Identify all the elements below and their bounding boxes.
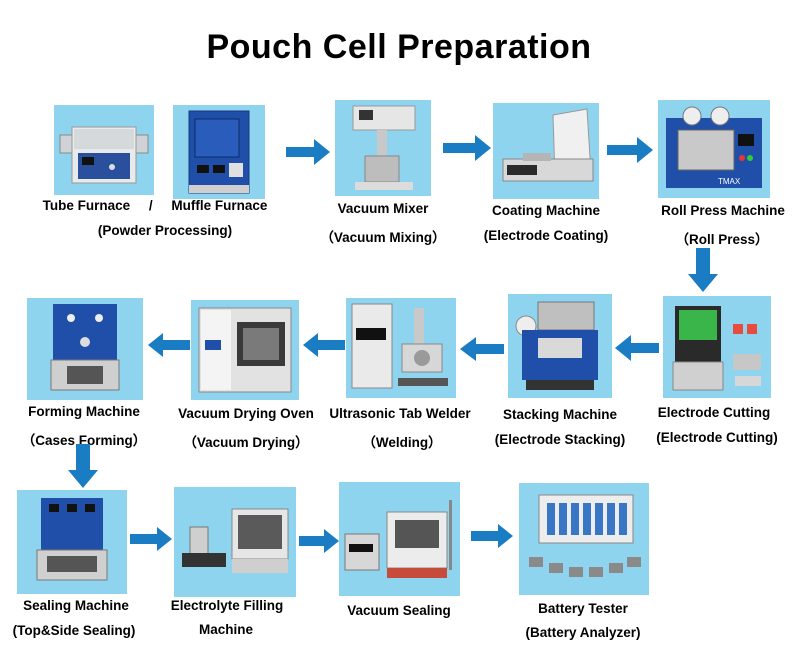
coating-machine-image: [493, 103, 599, 199]
step-sublabel: （Cases Forming）: [21, 433, 147, 448]
step-sublabel: （Vacuum Mixing）: [320, 230, 446, 245]
arrow-right-icon: [286, 139, 330, 165]
arrow-left-icon: [148, 333, 190, 357]
step-label: Coating Machine: [491, 203, 600, 218]
ultrasonic-welder-image: [346, 298, 456, 398]
step-label: Vacuum Mixer: [337, 201, 429, 216]
separator: /: [148, 198, 153, 213]
stacking-machine-image: [508, 294, 612, 398]
sealing-machine-image: [17, 490, 127, 594]
arrow-right-icon: [607, 137, 653, 163]
arrow-right-icon: [443, 135, 491, 161]
step-sublabel: (Electrode Coating): [483, 228, 609, 243]
step-label: Muffle Furnace: [171, 198, 268, 213]
step-label: Ultrasonic Tab Welder: [329, 406, 471, 421]
brand-text: TMAX: [718, 177, 741, 186]
electrolyte-filling-image: [174, 487, 296, 597]
arrow-down-icon: [688, 248, 718, 292]
step-label: Vacuum Drying Oven: [178, 406, 314, 421]
electrode-cutting-image: [663, 296, 771, 398]
step-sublabel: (Battery Analyzer): [525, 625, 641, 640]
step-label: Tube Furnace: [42, 198, 131, 213]
forming-machine-image: [27, 298, 143, 400]
battery-tester-image: [519, 483, 649, 595]
step-label: Electrode Cutting: [657, 405, 771, 420]
step-sublabel: （Roll Press）: [675, 232, 769, 247]
step-sublabel: （Vacuum Drying）: [183, 435, 309, 450]
tube-furnace-image: [54, 105, 154, 195]
step-sublabel: （Welding）: [362, 435, 442, 450]
step-sublabel: Machine: [198, 622, 253, 637]
vacuum-oven-image: [191, 300, 299, 400]
arrow-right-icon: [299, 529, 339, 553]
step-label: Vacuum Sealing: [347, 603, 451, 618]
arrow-down-icon: [68, 444, 98, 488]
step-label: Stacking Machine: [502, 407, 618, 422]
step-label: Electrolyte Filling: [170, 598, 284, 613]
page-title: Pouch Cell Preparation: [206, 28, 592, 66]
arrow-left-icon: [303, 333, 345, 357]
step-sublabel: (Powder Processing): [97, 223, 233, 238]
step-sublabel: (Electrode Stacking): [494, 432, 626, 447]
muffle-furnace-image: [173, 105, 265, 199]
step-label: Forming Machine: [28, 404, 140, 419]
arrow-right-icon: [471, 524, 513, 548]
step-sublabel: (Electrode Cutting): [656, 430, 778, 445]
arrow-right-icon: [130, 527, 172, 551]
arrow-left-icon: [615, 335, 659, 361]
arrow-left-icon: [460, 337, 504, 361]
step-label: Battery Tester: [538, 601, 628, 616]
step-sublabel: (Top&Side Sealing): [12, 623, 136, 638]
vacuum-sealing-image: [339, 482, 460, 596]
vacuum-mixer-image: [335, 100, 431, 196]
step-label: Roll Press Machine: [661, 203, 785, 218]
step-label: Sealing Machine: [23, 598, 129, 613]
roll-press-image: TMAX: [658, 100, 770, 198]
